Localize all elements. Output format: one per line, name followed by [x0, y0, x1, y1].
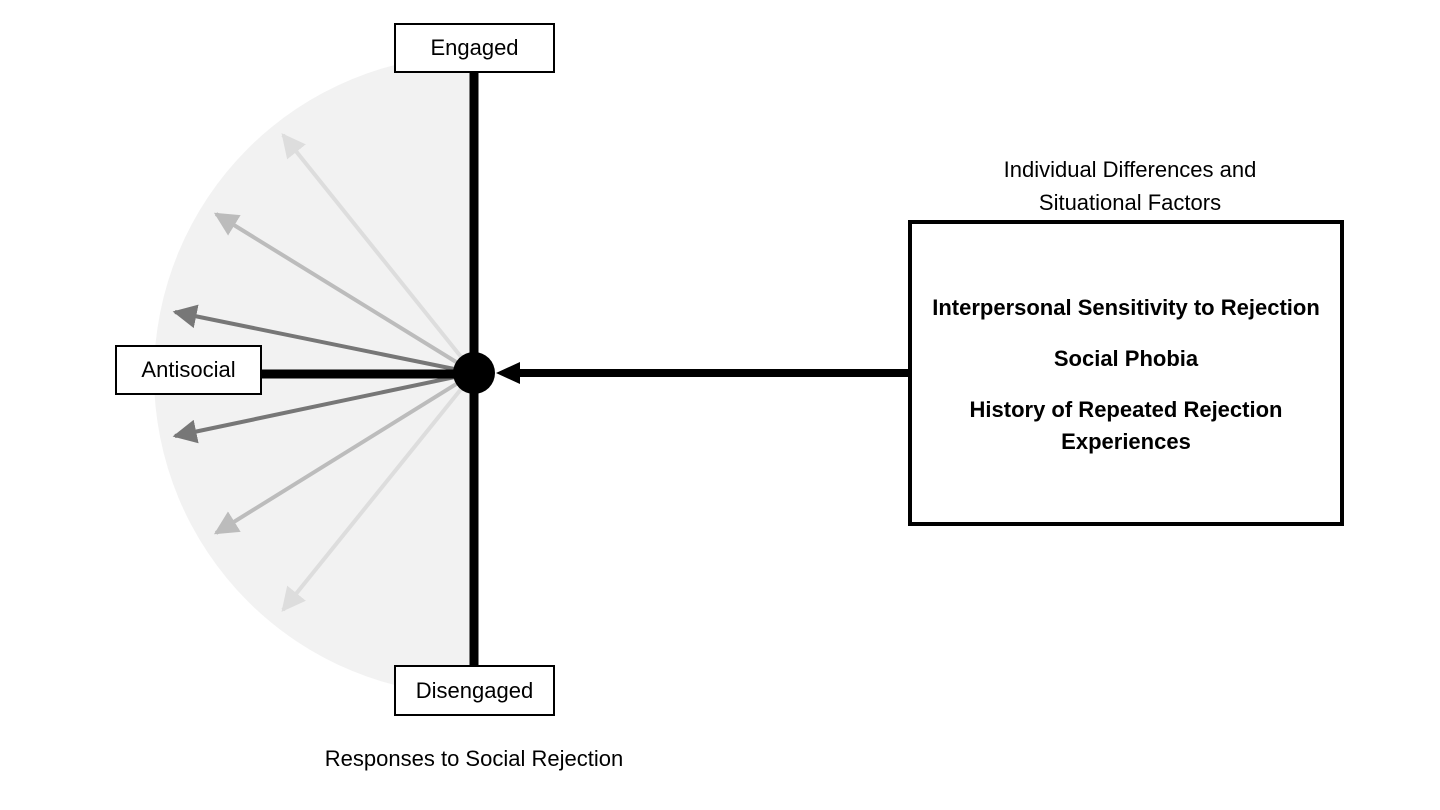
factor-social-phobia: Social Phobia: [1053, 346, 1199, 371]
fan-arrow-upper-light: [281, 133, 476, 375]
disengaged-label: Disengaged: [415, 677, 534, 703]
fan-arrow-lower-mid: [213, 371, 476, 535]
fan-arrow-lower-light: [281, 371, 476, 612]
factors-title-line2: Situational Factors: [1038, 190, 1222, 215]
fan-arrow-lower-dark: [172, 371, 475, 444]
responses-caption: Responses to Social Rejection: [324, 746, 624, 771]
factors-title: Individual Differences and Situational F…: [930, 153, 1330, 219]
engaged-label: Engaged: [430, 35, 519, 60]
engaged-label-box: Engaged: [394, 23, 555, 73]
factor-history-line2: Experiences: [1061, 429, 1191, 454]
factor-history-line1: History of Repeated Rejection: [969, 397, 1283, 422]
antisocial-label: Antisocial: [141, 357, 236, 382]
factors-box: Interpersonal Sensitivity to Rejection S…: [908, 220, 1344, 526]
factors-title-line1: Individual Differences and: [1003, 157, 1257, 182]
center-node: [453, 352, 495, 394]
fan-arrow-upper-mid: [213, 212, 476, 375]
antisocial-label-box: Antisocial: [115, 345, 262, 395]
factors-influence-arrowhead: [496, 362, 520, 384]
factor-interpersonal-sensitivity: Interpersonal Sensitivity to Rejection: [932, 295, 1320, 320]
fan-arrow-upper-dark: [172, 304, 475, 375]
disengaged-label-box: Disengaged: [394, 665, 555, 716]
